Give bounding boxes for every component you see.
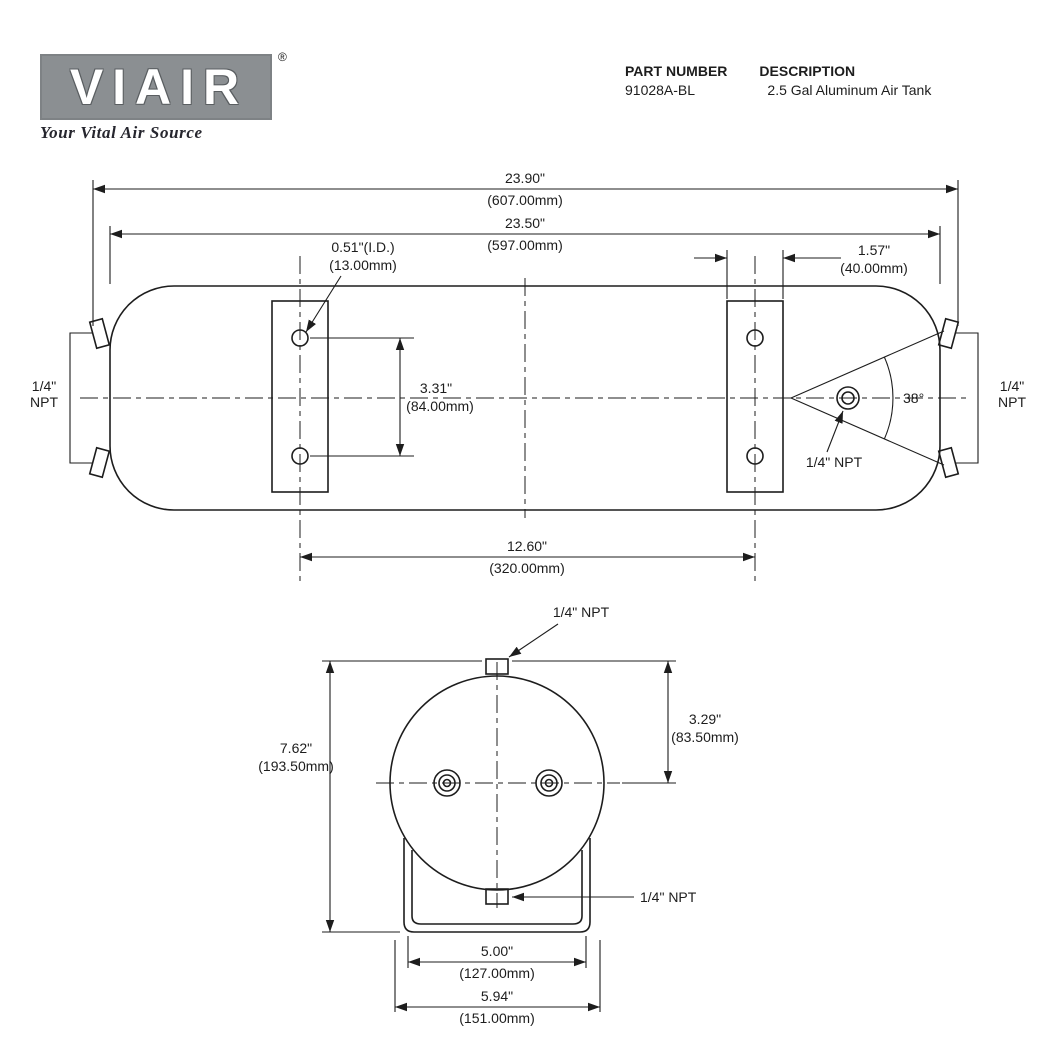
tank-outline xyxy=(109,285,941,511)
face-port-right-inner xyxy=(540,774,558,792)
left-port-label-line2: NPT xyxy=(30,394,58,410)
face-port-left xyxy=(433,769,461,797)
bottom-port xyxy=(485,888,509,905)
top-port-label: 1/4" NPT xyxy=(553,604,610,620)
tank-end-outline xyxy=(389,675,605,891)
dim-port-offset-mm: (83.50mm) xyxy=(671,729,739,745)
bottom-port-label: 1/4" NPT xyxy=(640,889,697,905)
face-port-right xyxy=(535,769,563,797)
left-port-label-line1: 1/4" xyxy=(32,378,56,394)
dim-hole-id-mm: (13.00mm) xyxy=(329,257,397,273)
end-port-label: 1/4" NPT xyxy=(806,454,863,470)
part-number-label: PART NUMBER xyxy=(625,63,728,79)
port-tab-left-bottom xyxy=(88,446,111,479)
dim-bracket-width-in: 1.57" xyxy=(858,242,890,258)
angle-line-lower xyxy=(790,397,945,466)
dim-height-mm: (193.50mm) xyxy=(258,758,333,774)
top-port xyxy=(485,658,509,675)
dim-total-length-in: 23.90" xyxy=(505,170,545,186)
side-view: 38° 1/4" NPT 23.90" (607.00mm) 23.50" (5… xyxy=(30,170,1026,584)
face-port-left-bore xyxy=(442,778,452,788)
dim-bracket-outer-mm: (151.00mm) xyxy=(459,1010,534,1026)
logo-tagline: Your Vital Air Source xyxy=(40,123,203,142)
angle-line-upper xyxy=(790,330,945,399)
viair-logo-text: VIAIR xyxy=(69,59,249,115)
hole-id-leader xyxy=(305,275,342,333)
port-tab-left-top xyxy=(88,317,111,350)
dim-bracket-width-mm: (40.00mm) xyxy=(840,260,908,276)
dim-total-length-mm: (607.00mm) xyxy=(487,192,562,208)
dim-bracket-outer-in: 5.94" xyxy=(481,988,513,1004)
viair-logo-box: VIAIR xyxy=(40,54,272,120)
right-port-label-line1: 1/4" xyxy=(1000,378,1024,394)
bracket-channel-inner xyxy=(411,850,583,925)
right-port-label-line2: NPT xyxy=(998,394,1026,410)
end-view: 1/4" NPT 1/4" NPT 7.62" (193.50mm) 3.29"… xyxy=(258,604,739,1026)
left-npt-bracket xyxy=(69,332,92,464)
dim-height-in: 7.62" xyxy=(280,740,312,756)
dim-bracket-inner-mm: (127.00mm) xyxy=(459,965,534,981)
dim-bracket-inner-in: 5.00" xyxy=(481,943,513,959)
dim-bracket-span-mm: (320.00mm) xyxy=(489,560,564,576)
face-port-right-bore xyxy=(544,778,554,788)
part-number-value: 91028A-BL xyxy=(625,82,696,98)
dim-hole-span-mm: (84.00mm) xyxy=(406,398,474,414)
bracket-channel-outer xyxy=(403,838,591,933)
dim-port-offset-in: 3.29" xyxy=(689,711,721,727)
end-face-port xyxy=(836,386,860,410)
dim-hole-span-in: 3.31" xyxy=(420,380,452,396)
angle-arc xyxy=(883,356,894,440)
description-block: DESCRIPTION 2.5 Gal Aluminum Air Tank xyxy=(759,62,931,100)
angle-value: 38° xyxy=(903,390,924,406)
end-port-leader xyxy=(826,410,844,453)
part-info-header: PART NUMBER 91028A-BL DESCRIPTION 2.5 Ga… xyxy=(625,62,931,100)
face-port-left-inner xyxy=(438,774,456,792)
port-tab-right-top xyxy=(937,317,960,350)
port-tab-right-bottom xyxy=(937,446,960,479)
dim-hole-id-in: 0.51"(I.D.) xyxy=(331,239,394,255)
bracket-hole xyxy=(291,447,309,465)
bracket-hole xyxy=(746,447,764,465)
dim-bracket-span-in: 12.60" xyxy=(507,538,547,554)
registered-trademark-icon: ® xyxy=(278,50,287,64)
description-label: DESCRIPTION xyxy=(759,63,856,79)
mounting-bracket-left xyxy=(271,300,329,493)
bracket-hole xyxy=(291,329,309,347)
part-number-block: PART NUMBER 91028A-BL xyxy=(625,62,727,100)
dim-body-length-in: 23.50" xyxy=(505,215,545,231)
viair-logo: VIAIR ® Your Vital Air Source xyxy=(40,50,290,143)
bracket-hole xyxy=(746,329,764,347)
end-face-port-inner xyxy=(841,391,855,405)
right-npt-bracket xyxy=(956,332,979,464)
mounting-bracket-right xyxy=(726,300,784,493)
dim-body-length-mm: (597.00mm) xyxy=(487,237,562,253)
top-port-leader xyxy=(508,623,559,658)
description-value: 2.5 Gal Aluminum Air Tank xyxy=(767,82,932,98)
